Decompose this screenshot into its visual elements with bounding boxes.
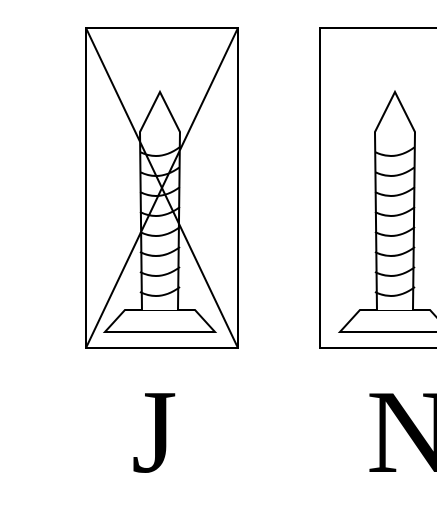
screw-icon bbox=[105, 92, 215, 332]
panel-left-label: J bbox=[131, 372, 178, 492]
panel-left bbox=[86, 28, 238, 348]
panel-right-label: N bbox=[366, 372, 437, 492]
panel-right bbox=[320, 28, 437, 348]
screw-icon bbox=[340, 92, 437, 332]
